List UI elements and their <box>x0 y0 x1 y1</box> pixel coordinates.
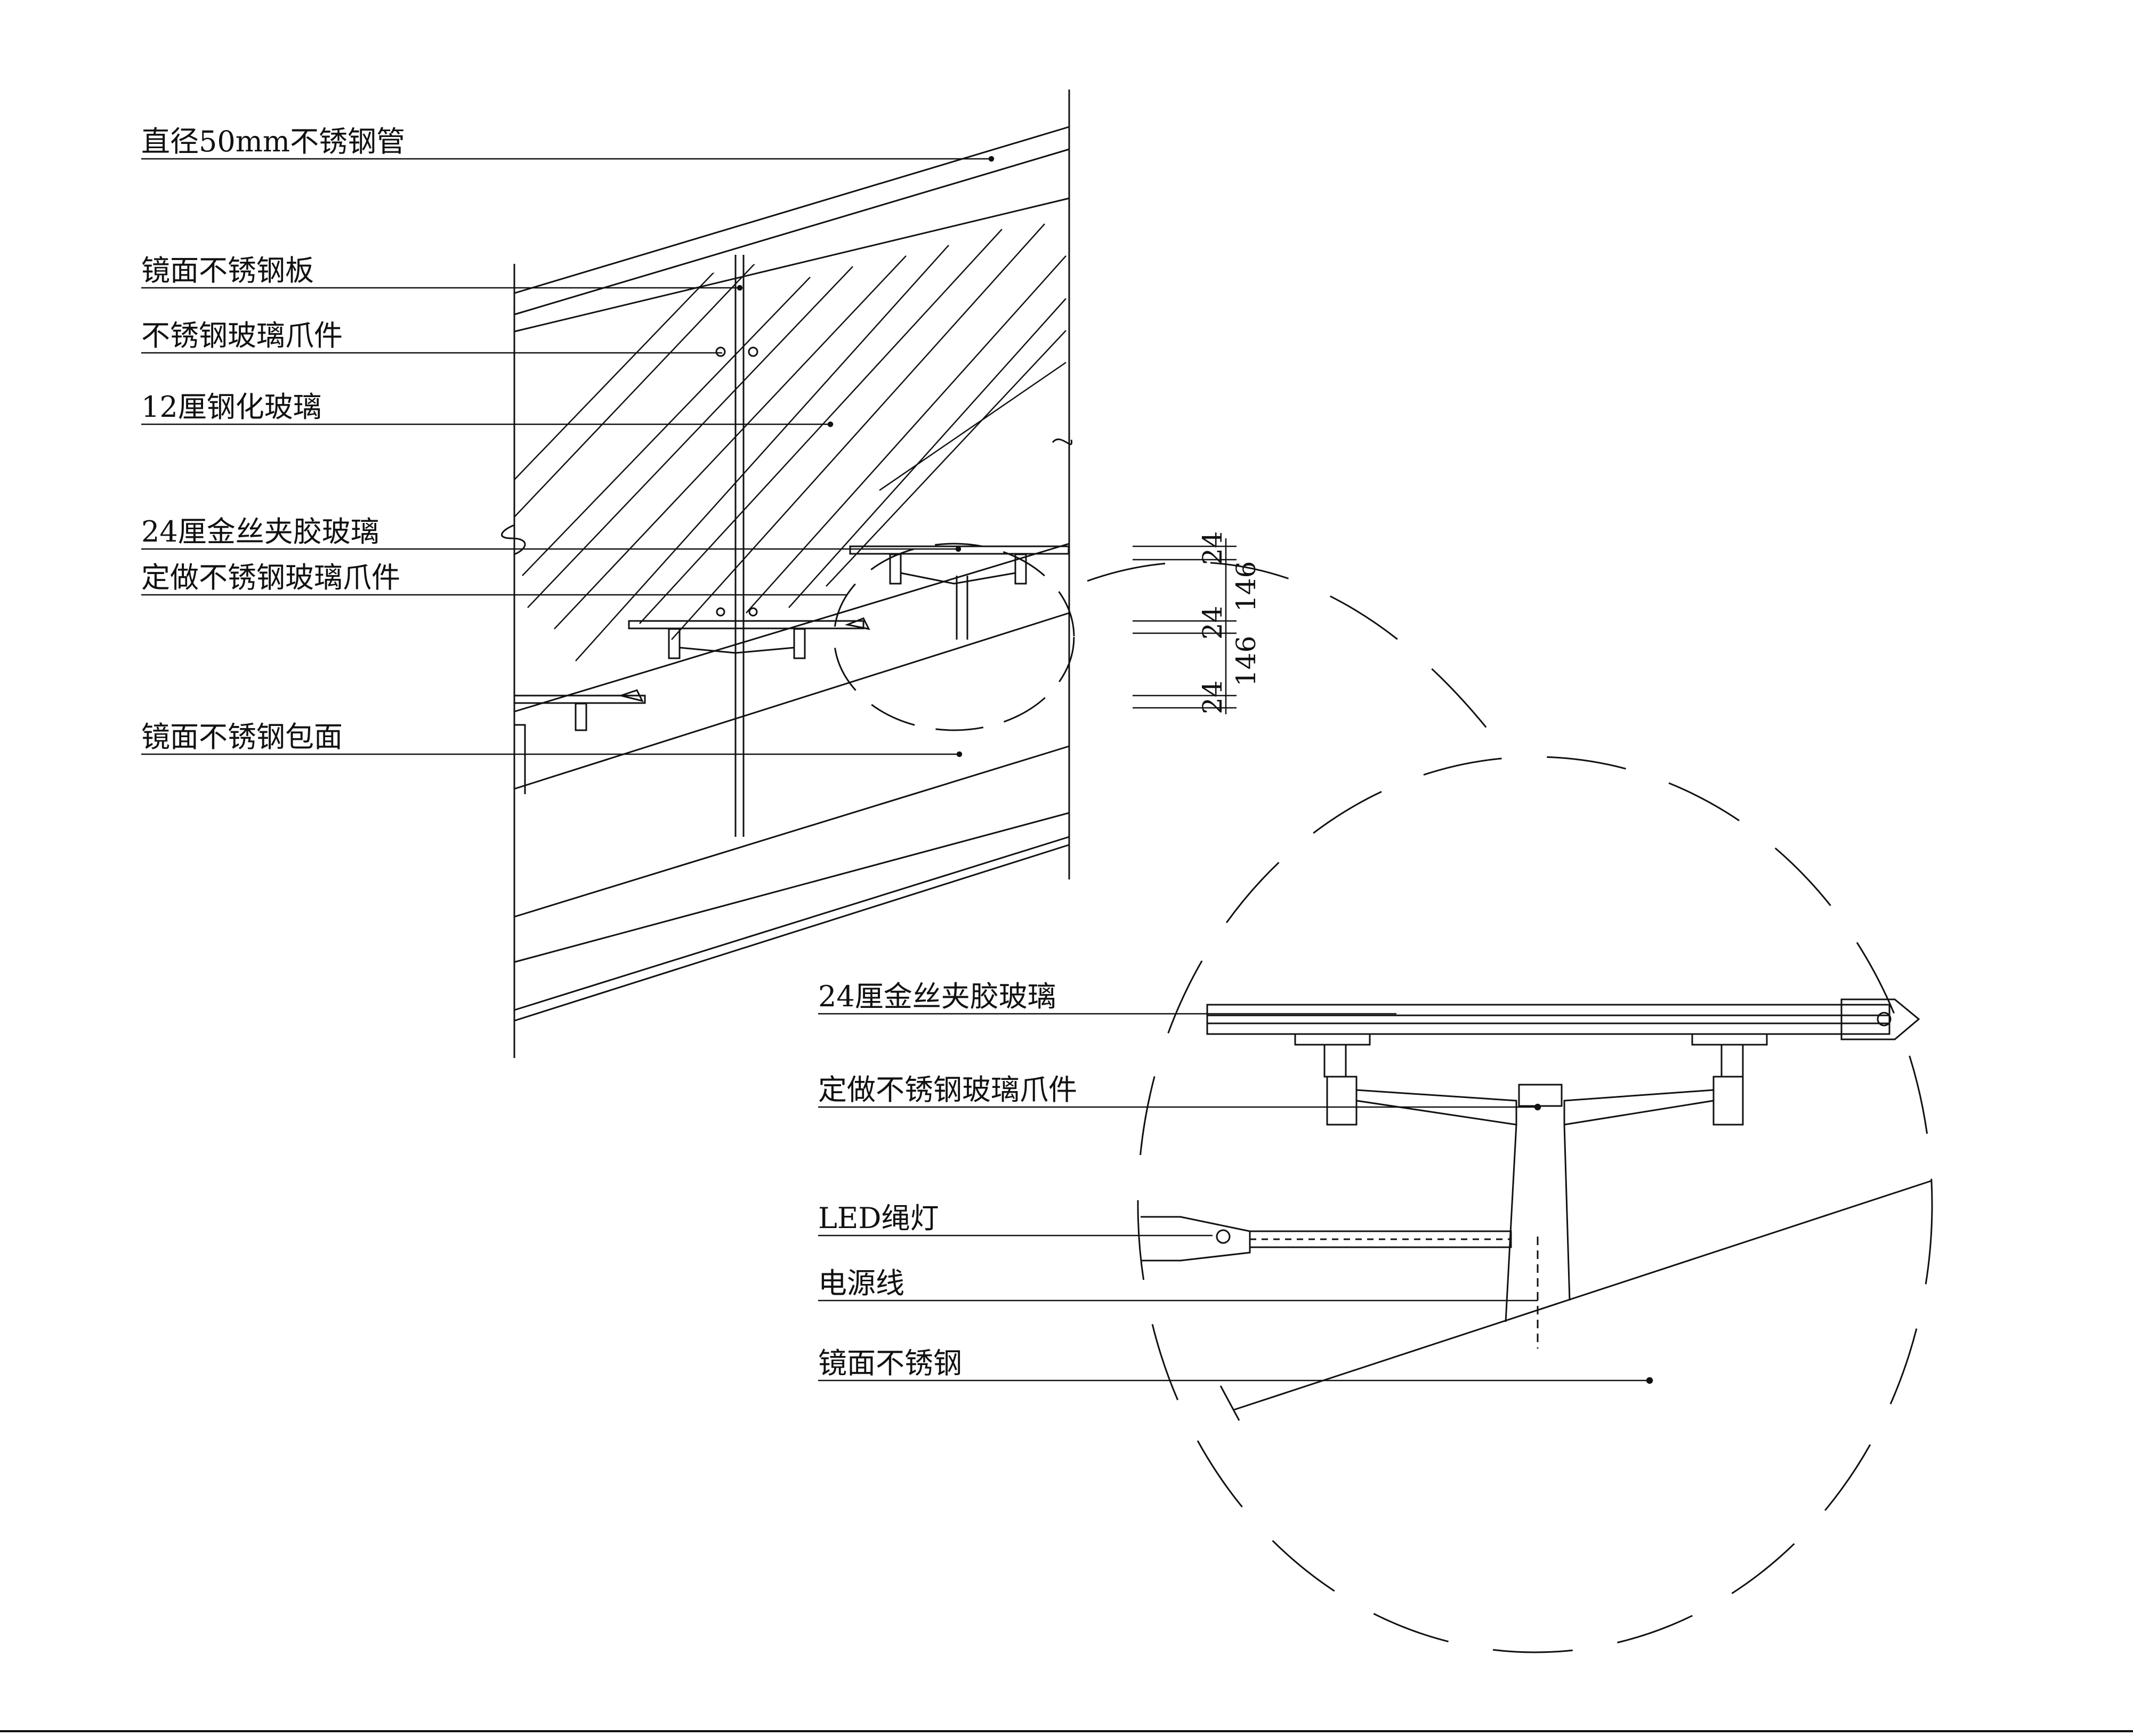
spider-arm-right <box>1563 1089 1714 1126</box>
clamp-dot <box>748 346 758 357</box>
label-pipe: 直径50mm不锈钢管 <box>141 125 405 158</box>
stair-section <box>501 90 1073 1058</box>
cladding-line-3 <box>514 812 1070 963</box>
clamp-dot <box>716 607 725 617</box>
cladding-line-2 <box>514 745 1070 918</box>
label-led-rope-light: LED绳灯 <box>818 1201 939 1235</box>
label-tempered-glass: 12厘钢化玻璃 <box>141 390 322 424</box>
spider-fitting <box>575 703 587 731</box>
dimension-texts: 24 146 24 146 24 <box>1197 531 1262 714</box>
spider-fitting <box>889 553 902 585</box>
spider-fitting <box>1014 553 1027 585</box>
break-line-left <box>501 524 526 555</box>
dim-146: 146 <box>1231 636 1262 687</box>
break-line-right <box>1052 438 1073 445</box>
dim-24: 24 <box>1197 605 1228 640</box>
spider-post <box>514 724 526 794</box>
detail-marker-small <box>833 543 1075 731</box>
surface-end <box>1219 1385 1240 1421</box>
led-clamp <box>1216 1229 1231 1244</box>
dim-24: 24 <box>1197 531 1228 565</box>
label-laminated-glass: 24厘金丝夹胶玻璃 <box>141 515 379 548</box>
cladding-line-5 <box>514 844 1070 1022</box>
cladding-line-4 <box>514 836 1070 1011</box>
leader-lines-upper <box>141 156 995 757</box>
fitting-body <box>1712 1076 1744 1126</box>
fitting-pad <box>1691 1033 1768 1046</box>
cladding-line-1 <box>514 612 1070 790</box>
label-custom-spider-fitting-detail: 定做不锈钢玻璃爪件 <box>818 1073 1077 1107</box>
fitting-bolt <box>1720 1044 1744 1078</box>
dim-24: 24 <box>1197 680 1228 714</box>
glass-tread-top <box>849 545 1070 555</box>
spider-arm <box>900 572 1016 585</box>
label-mirror-steel: 镜面不锈钢 <box>818 1346 962 1380</box>
labels-upper: 直径50mm不锈钢管 镜面不锈钢板 不锈钢玻璃爪件 12厘钢化玻璃 24厘金丝夹… <box>141 125 405 754</box>
detail-marker-large <box>1137 756 1933 1653</box>
glass-tread-middle <box>628 620 864 629</box>
spider-fitting <box>793 628 806 659</box>
label-spider-fitting: 不锈钢玻璃爪件 <box>141 319 343 352</box>
leader-lines-enlarged <box>818 1013 1653 1384</box>
spider-post <box>734 653 745 725</box>
glass-treads <box>513 346 1070 794</box>
dim-146: 146 <box>1231 561 1262 612</box>
glass-hatch <box>514 223 1066 661</box>
label-laminated-glass-detail: 24厘金丝夹胶玻璃 <box>818 980 1056 1013</box>
spider-post <box>956 576 968 640</box>
dimension-chain <box>1133 538 1237 714</box>
led-bracket <box>1141 1216 1251 1262</box>
spider-fitting <box>668 628 681 659</box>
label-power-cable: 电源线 <box>818 1266 904 1300</box>
led-clip <box>844 617 870 631</box>
fitting-body <box>1326 1076 1358 1126</box>
leader-arc <box>1087 561 1504 749</box>
spider-arm <box>679 647 795 654</box>
fitting-pad <box>1294 1033 1371 1046</box>
mirror-steel-surface <box>1233 1180 1933 1411</box>
handrail-pipe-bottom <box>514 148 1070 316</box>
center-nut <box>1518 1084 1563 1107</box>
labels-enlarged: 24厘金丝夹胶玻璃 定做不锈钢玻璃爪件 LED绳灯 电源线 镜面不锈钢 <box>818 980 1077 1380</box>
label-custom-spider-fitting: 定做不锈钢玻璃爪件 <box>141 561 400 594</box>
clamp-dot <box>715 346 726 357</box>
laminated-glass <box>1206 1004 1890 1035</box>
enlarged-assembly <box>1141 998 1933 1421</box>
label-mirror-cladding: 镜面不锈钢包面 <box>141 720 343 754</box>
spider-arm-left <box>1356 1089 1517 1126</box>
support-post <box>1505 1124 1571 1322</box>
clamp-bolt <box>1877 1012 1892 1027</box>
label-mirror-plate: 镜面不锈钢板 <box>141 254 314 287</box>
clamp-dot <box>748 607 758 617</box>
glass-top-edge <box>514 197 1070 333</box>
glass-end-clamp <box>1840 998 1920 1040</box>
led-clip <box>618 689 644 703</box>
handrail-pipe-top <box>514 126 1070 294</box>
fitting-bolt <box>1323 1044 1347 1078</box>
